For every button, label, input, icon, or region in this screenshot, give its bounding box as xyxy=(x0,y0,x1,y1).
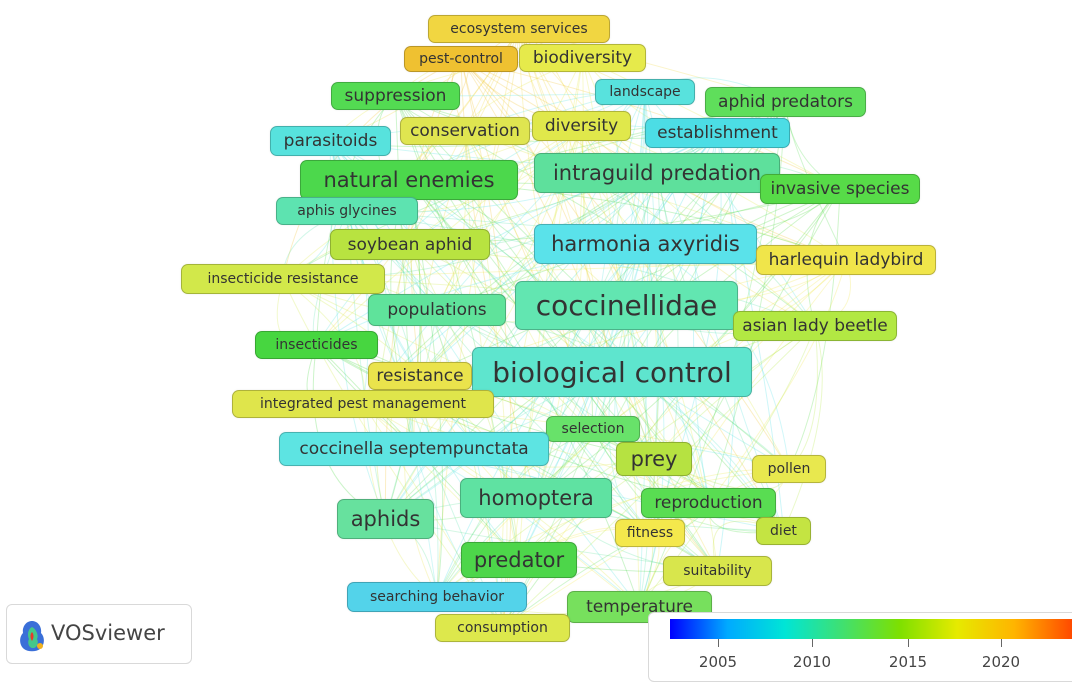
node-selection[interactable]: selection xyxy=(546,416,640,442)
network-edge xyxy=(385,172,658,520)
legend-tick xyxy=(1001,639,1002,647)
network-edge xyxy=(385,179,421,520)
network-edge xyxy=(708,259,847,504)
node-consumption[interactable]: consumption xyxy=(435,614,570,642)
network-edge xyxy=(518,28,816,327)
node-predator[interactable]: predator xyxy=(461,542,577,578)
node-harlequin-ladybird[interactable]: harlequin ladybird xyxy=(756,245,936,275)
node-intraguild-predation[interactable]: intraguild predation xyxy=(534,153,780,193)
node-homoptera[interactable]: homoptera xyxy=(460,478,612,518)
network-edge xyxy=(518,28,709,504)
node-populations[interactable]: populations xyxy=(368,294,506,326)
network-edge xyxy=(502,325,816,629)
legend-tick-label: 2020 xyxy=(981,653,1021,671)
node-prey[interactable]: prey xyxy=(616,442,692,476)
node-parasitoids[interactable]: parasitoids xyxy=(270,126,391,156)
node-establishment[interactable]: establishment xyxy=(645,118,790,148)
node-coccinella-septempunctata[interactable]: coccinella septempunctata xyxy=(279,432,549,466)
node-insecticide-resistance[interactable]: insecticide resistance xyxy=(181,264,385,294)
node-suitability[interactable]: suitability xyxy=(663,556,772,586)
node-biodiversity[interactable]: biodiversity xyxy=(519,44,646,72)
node-landscape[interactable]: landscape xyxy=(595,79,695,105)
network-edge xyxy=(436,309,651,534)
node-coccinellidae[interactable]: coccinellidae xyxy=(515,281,738,330)
node-natural-enemies[interactable]: natural enemies xyxy=(300,160,518,200)
node-diet[interactable]: diet xyxy=(756,517,811,545)
vosviewer-logo-panel: VOSviewer xyxy=(6,604,192,664)
network-edge xyxy=(385,305,627,520)
node-soybean-aphid[interactable]: soybean aphid xyxy=(330,229,490,260)
node-reproduction[interactable]: reproduction xyxy=(641,488,776,518)
network-edge xyxy=(460,58,784,532)
network-edge xyxy=(708,101,786,504)
network-edge xyxy=(464,130,627,306)
node-aphis-glycines[interactable]: aphis glycines xyxy=(276,197,418,225)
node-resistance[interactable]: resistance xyxy=(368,362,472,390)
node-integrated-pest-management[interactable]: integrated pest management xyxy=(232,390,494,418)
node-fitness[interactable]: fitness xyxy=(615,519,685,547)
network-edge xyxy=(581,125,816,327)
node-pest-control[interactable]: pest-control xyxy=(404,46,518,72)
node-searching-behavior[interactable]: searching behavior xyxy=(347,582,527,612)
node-biological-control[interactable]: biological control xyxy=(472,347,752,397)
network-edge xyxy=(436,28,520,598)
legend-tick-label: 2015 xyxy=(888,653,928,671)
legend-tick-label: 2010 xyxy=(792,653,832,671)
legend-tick xyxy=(718,639,719,647)
network-edge xyxy=(316,344,520,561)
network-edge xyxy=(653,259,847,460)
node-insecticides[interactable]: insecticides xyxy=(255,331,378,359)
network-edge xyxy=(419,172,658,377)
vosviewer-logo-icon xyxy=(20,621,44,652)
network-edge xyxy=(436,259,847,598)
network-edge xyxy=(535,172,658,499)
node-suppression[interactable]: suppression xyxy=(331,82,460,110)
node-ecosystem-services[interactable]: ecosystem services xyxy=(428,15,610,43)
node-invasive-species[interactable]: invasive species xyxy=(760,174,920,204)
node-harmonia-axyridis[interactable]: harmonia axyridis xyxy=(534,224,757,264)
network-edge xyxy=(717,132,784,532)
vosviewer-logo-text: VOSviewer xyxy=(51,621,165,645)
node-conservation[interactable]: conservation xyxy=(400,117,530,145)
network-edge xyxy=(408,179,784,532)
legend-color-bar xyxy=(670,619,1072,639)
node-pollen[interactable]: pollen xyxy=(752,455,826,483)
network-edge xyxy=(641,91,709,504)
node-diversity[interactable]: diversity xyxy=(532,111,631,141)
legend-tick xyxy=(812,639,813,647)
node-aphid-predators[interactable]: aphid predators xyxy=(705,87,866,117)
network-edge xyxy=(788,188,841,470)
node-aphids[interactable]: aphids xyxy=(337,499,434,539)
node-asian-lady-beetle[interactable]: asian lady beetle xyxy=(733,311,897,341)
legend-tick-label: 2005 xyxy=(698,653,738,671)
network-edge xyxy=(783,325,823,532)
network-edge xyxy=(627,172,658,460)
legend-tick xyxy=(908,639,909,647)
network-edge xyxy=(316,125,582,346)
